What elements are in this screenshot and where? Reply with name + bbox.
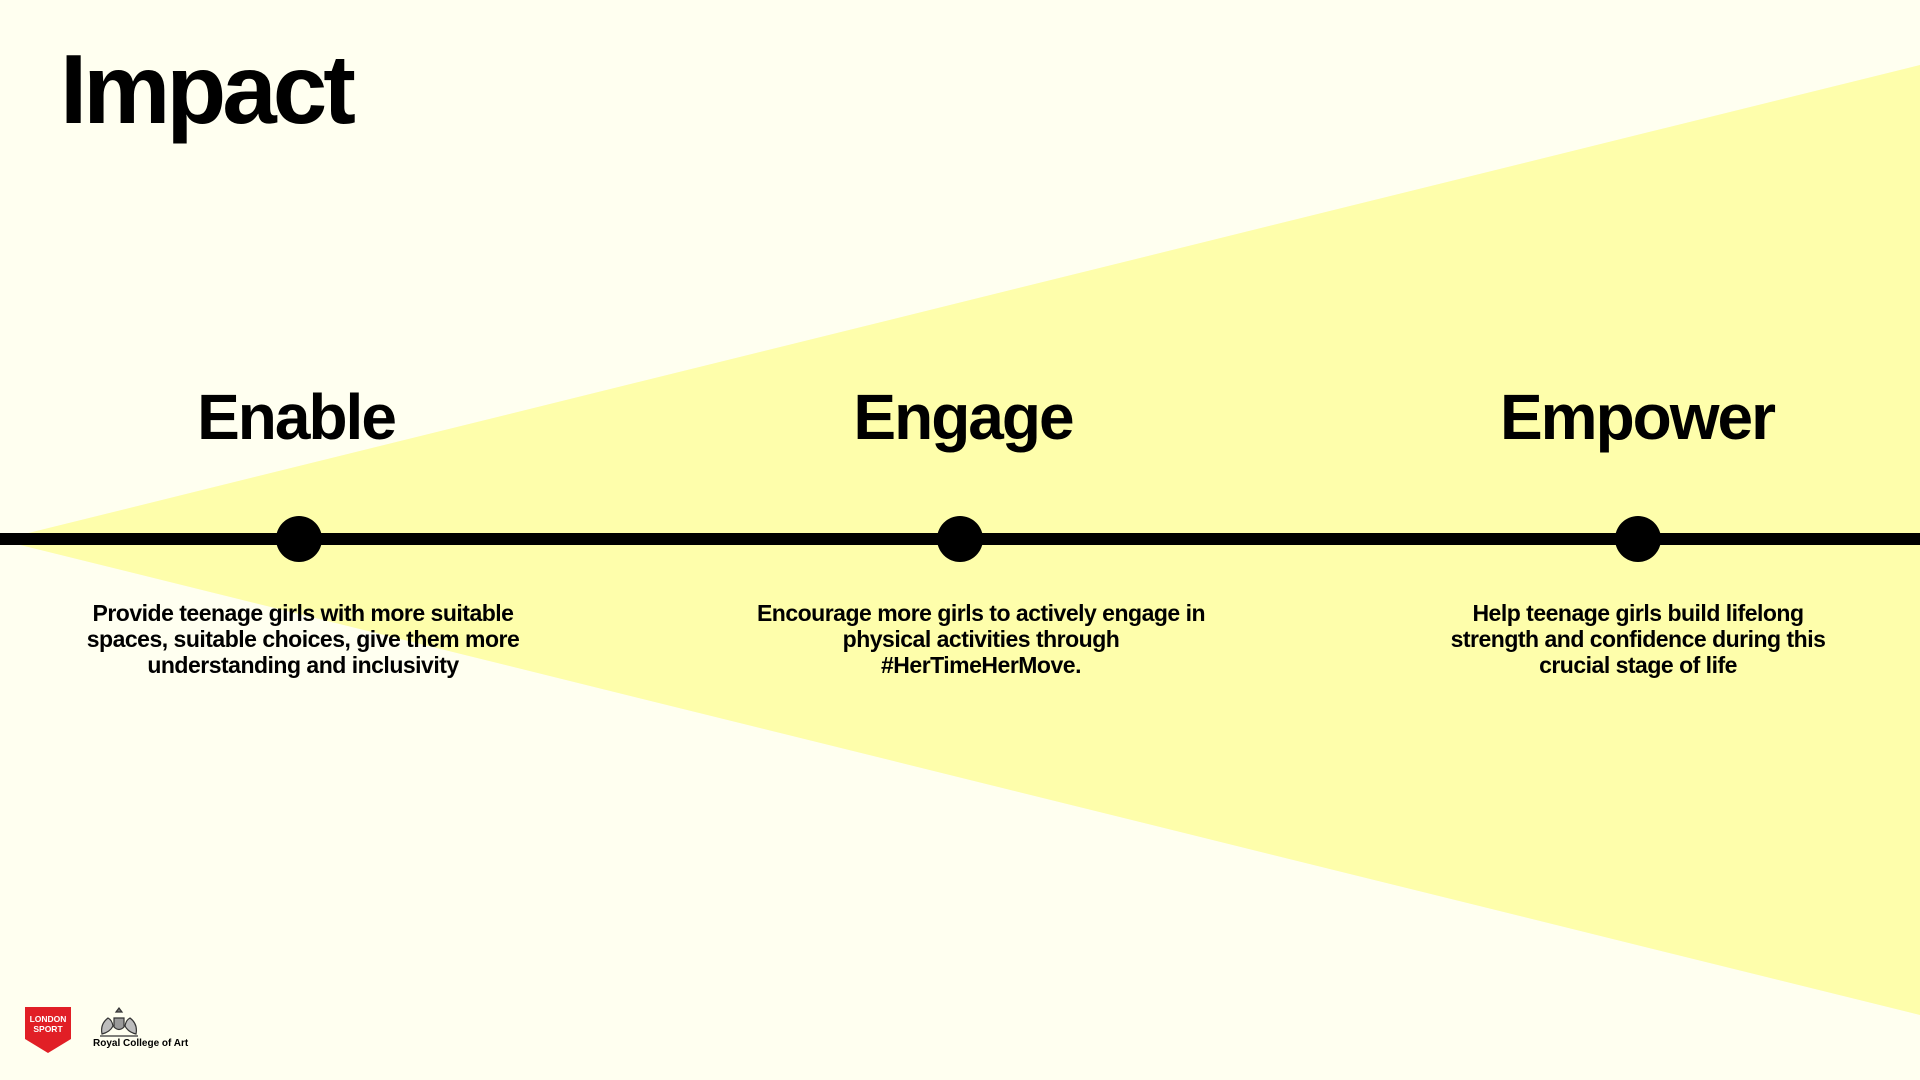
stage-description-enable: Provide teenage girls with more suitable… — [86, 600, 520, 678]
royal-college-of-art-logo: Royal College of Art — [92, 1006, 202, 1054]
stage-title-engage: Engage — [853, 381, 1074, 453]
slide-title: Impact — [60, 34, 356, 144]
stage-title-enable: Enable — [197, 381, 397, 453]
stage-title-empower: Empower — [1499, 381, 1776, 453]
royal-college-of-art-label: Royal College of Art — [93, 1038, 189, 1049]
timeline-node-engage — [937, 516, 983, 562]
timeline-node-empower — [1615, 516, 1661, 562]
london-sport-logo-line2: SPORT — [33, 1024, 63, 1034]
coat-of-arms-icon — [100, 1007, 138, 1037]
london-sport-logo: LONDON SPORT — [25, 1007, 71, 1053]
timeline-node-enable — [276, 516, 322, 562]
london-sport-logo-line1: LONDON — [30, 1014, 67, 1024]
stage-description-empower: Help teenage girls build lifelong streng… — [1450, 600, 1826, 678]
stage-description-engage: Encourage more girls to actively engage … — [756, 600, 1206, 678]
